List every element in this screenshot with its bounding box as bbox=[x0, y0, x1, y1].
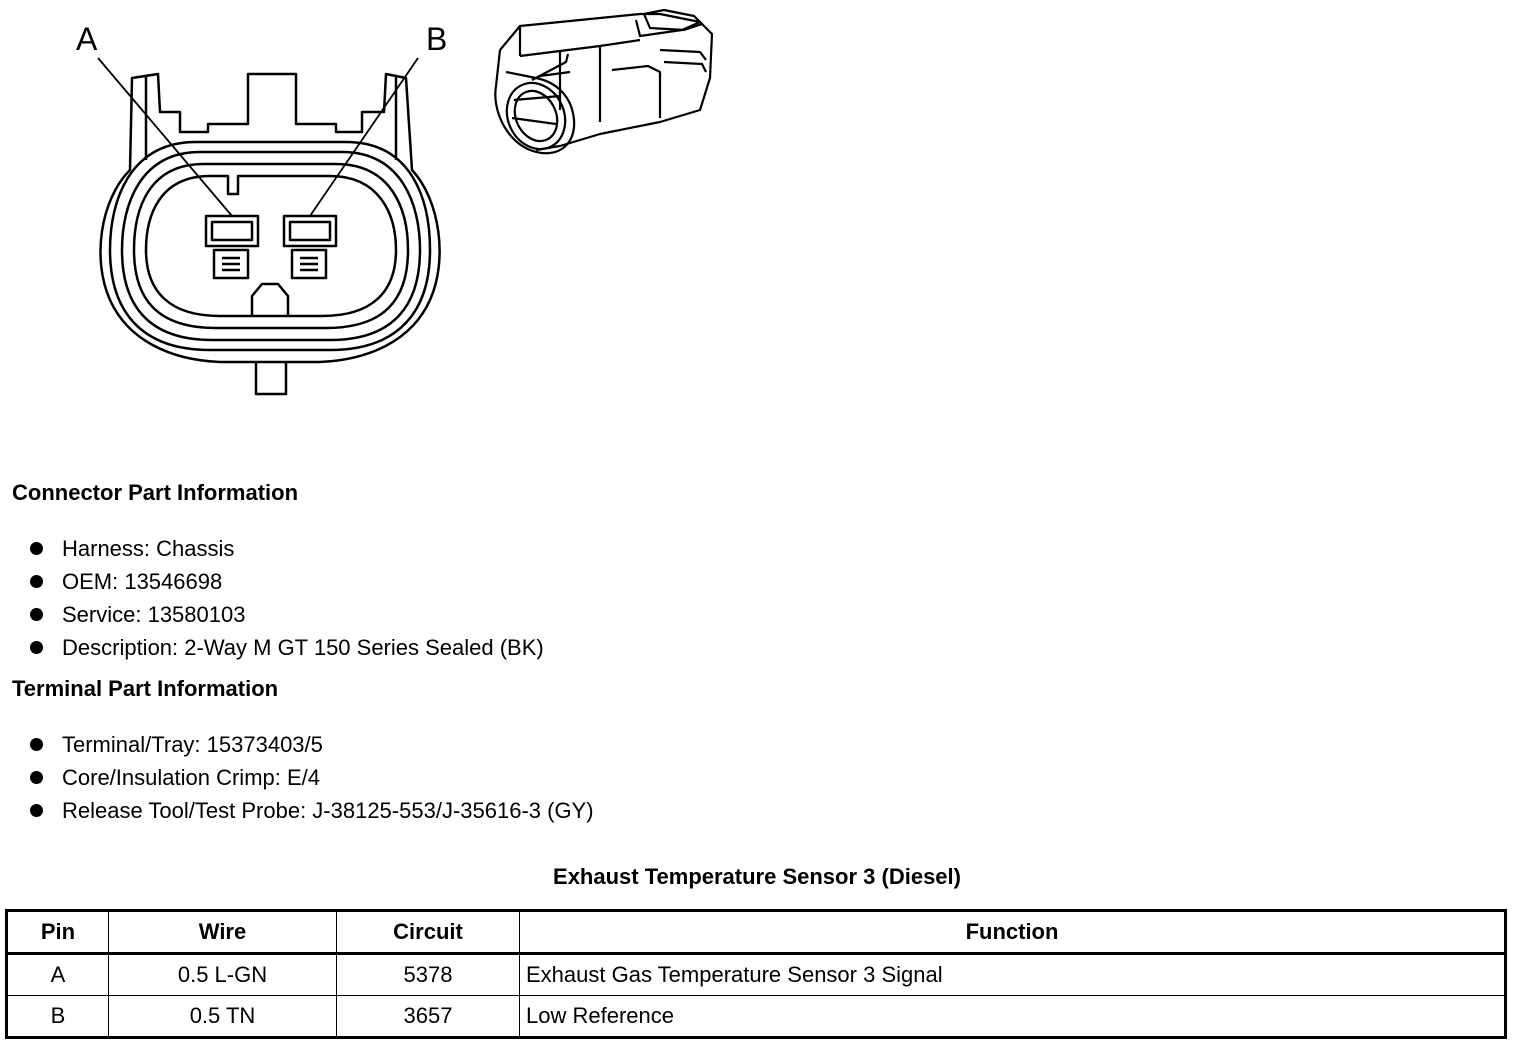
table-header-row: Pin Wire Circuit Function bbox=[6, 910, 1506, 954]
column-header-wire: Wire bbox=[108, 910, 337, 954]
connector-isometric-view bbox=[494, 8, 714, 155]
list-item: Core/Insulation Crimp: E/4 bbox=[30, 761, 594, 794]
list-item: Description: 2-Way M GT 150 Series Seale… bbox=[30, 631, 544, 664]
list-item: Terminal/Tray: 15373403/5 bbox=[30, 728, 594, 761]
seal-ring-middle bbox=[120, 150, 422, 342]
pin-label-b: B bbox=[426, 21, 447, 57]
cell-circuit: 5378 bbox=[336, 953, 520, 996]
column-header-pin: Pin bbox=[6, 910, 109, 954]
cell-wire: 0.5 L-GN bbox=[108, 953, 337, 996]
seal-ring-outer bbox=[108, 140, 432, 352]
lock-window-b bbox=[290, 248, 328, 280]
connector-housing-outline bbox=[99, 72, 441, 364]
seal-ring-inner bbox=[132, 162, 410, 330]
cell-wire: 0.5 TN bbox=[108, 995, 337, 1038]
column-header-circuit: Circuit bbox=[336, 910, 520, 954]
terminal-b-cavity bbox=[282, 214, 338, 248]
pinout-table: Pin Wire Circuit Function A 0.5 L-GN 537… bbox=[5, 909, 1507, 1039]
cavity-wall bbox=[144, 174, 398, 318]
leader-line-a bbox=[97, 57, 233, 217]
list-item: Harness: Chassis bbox=[30, 532, 544, 565]
cell-pin: B bbox=[6, 995, 109, 1038]
pin-label-a: A bbox=[76, 21, 98, 57]
polarization-key bbox=[250, 282, 290, 316]
terminal-info-list: Terminal/Tray: 15373403/5 Core/Insulatio… bbox=[30, 728, 594, 827]
cell-pin: A bbox=[6, 953, 109, 996]
connector-info-heading: Connector Part Information bbox=[12, 480, 299, 505]
terminal-a-cavity bbox=[204, 214, 260, 248]
table-row: B 0.5 TN 3657 Low Reference bbox=[6, 995, 1506, 1038]
column-header-function: Function bbox=[519, 910, 1506, 954]
cell-function: Low Reference bbox=[519, 995, 1506, 1038]
bottom-tab bbox=[254, 362, 288, 396]
connector-diagram: A B bbox=[76, 8, 714, 396]
lock-window-a bbox=[212, 248, 250, 280]
leader-line-b bbox=[309, 57, 419, 217]
list-item: Release Tool/Test Probe: J-38125-553/J-3… bbox=[30, 794, 594, 827]
list-item: OEM: 13546698 bbox=[30, 565, 544, 598]
list-item: Service: 13580103 bbox=[30, 598, 544, 631]
cell-circuit: 3657 bbox=[336, 995, 520, 1038]
connector-info-list: Harness: Chassis OEM: 13546698 Service: … bbox=[30, 532, 544, 664]
terminal-info-heading: Terminal Part Information bbox=[12, 676, 279, 701]
cell-function: Exhaust Gas Temperature Sensor 3 Signal bbox=[519, 953, 1506, 996]
table-title: Exhaust Temperature Sensor 3 (Diesel) bbox=[553, 864, 961, 889]
table-row: A 0.5 L-GN 5378 Exhaust Gas Temperature … bbox=[6, 953, 1506, 996]
